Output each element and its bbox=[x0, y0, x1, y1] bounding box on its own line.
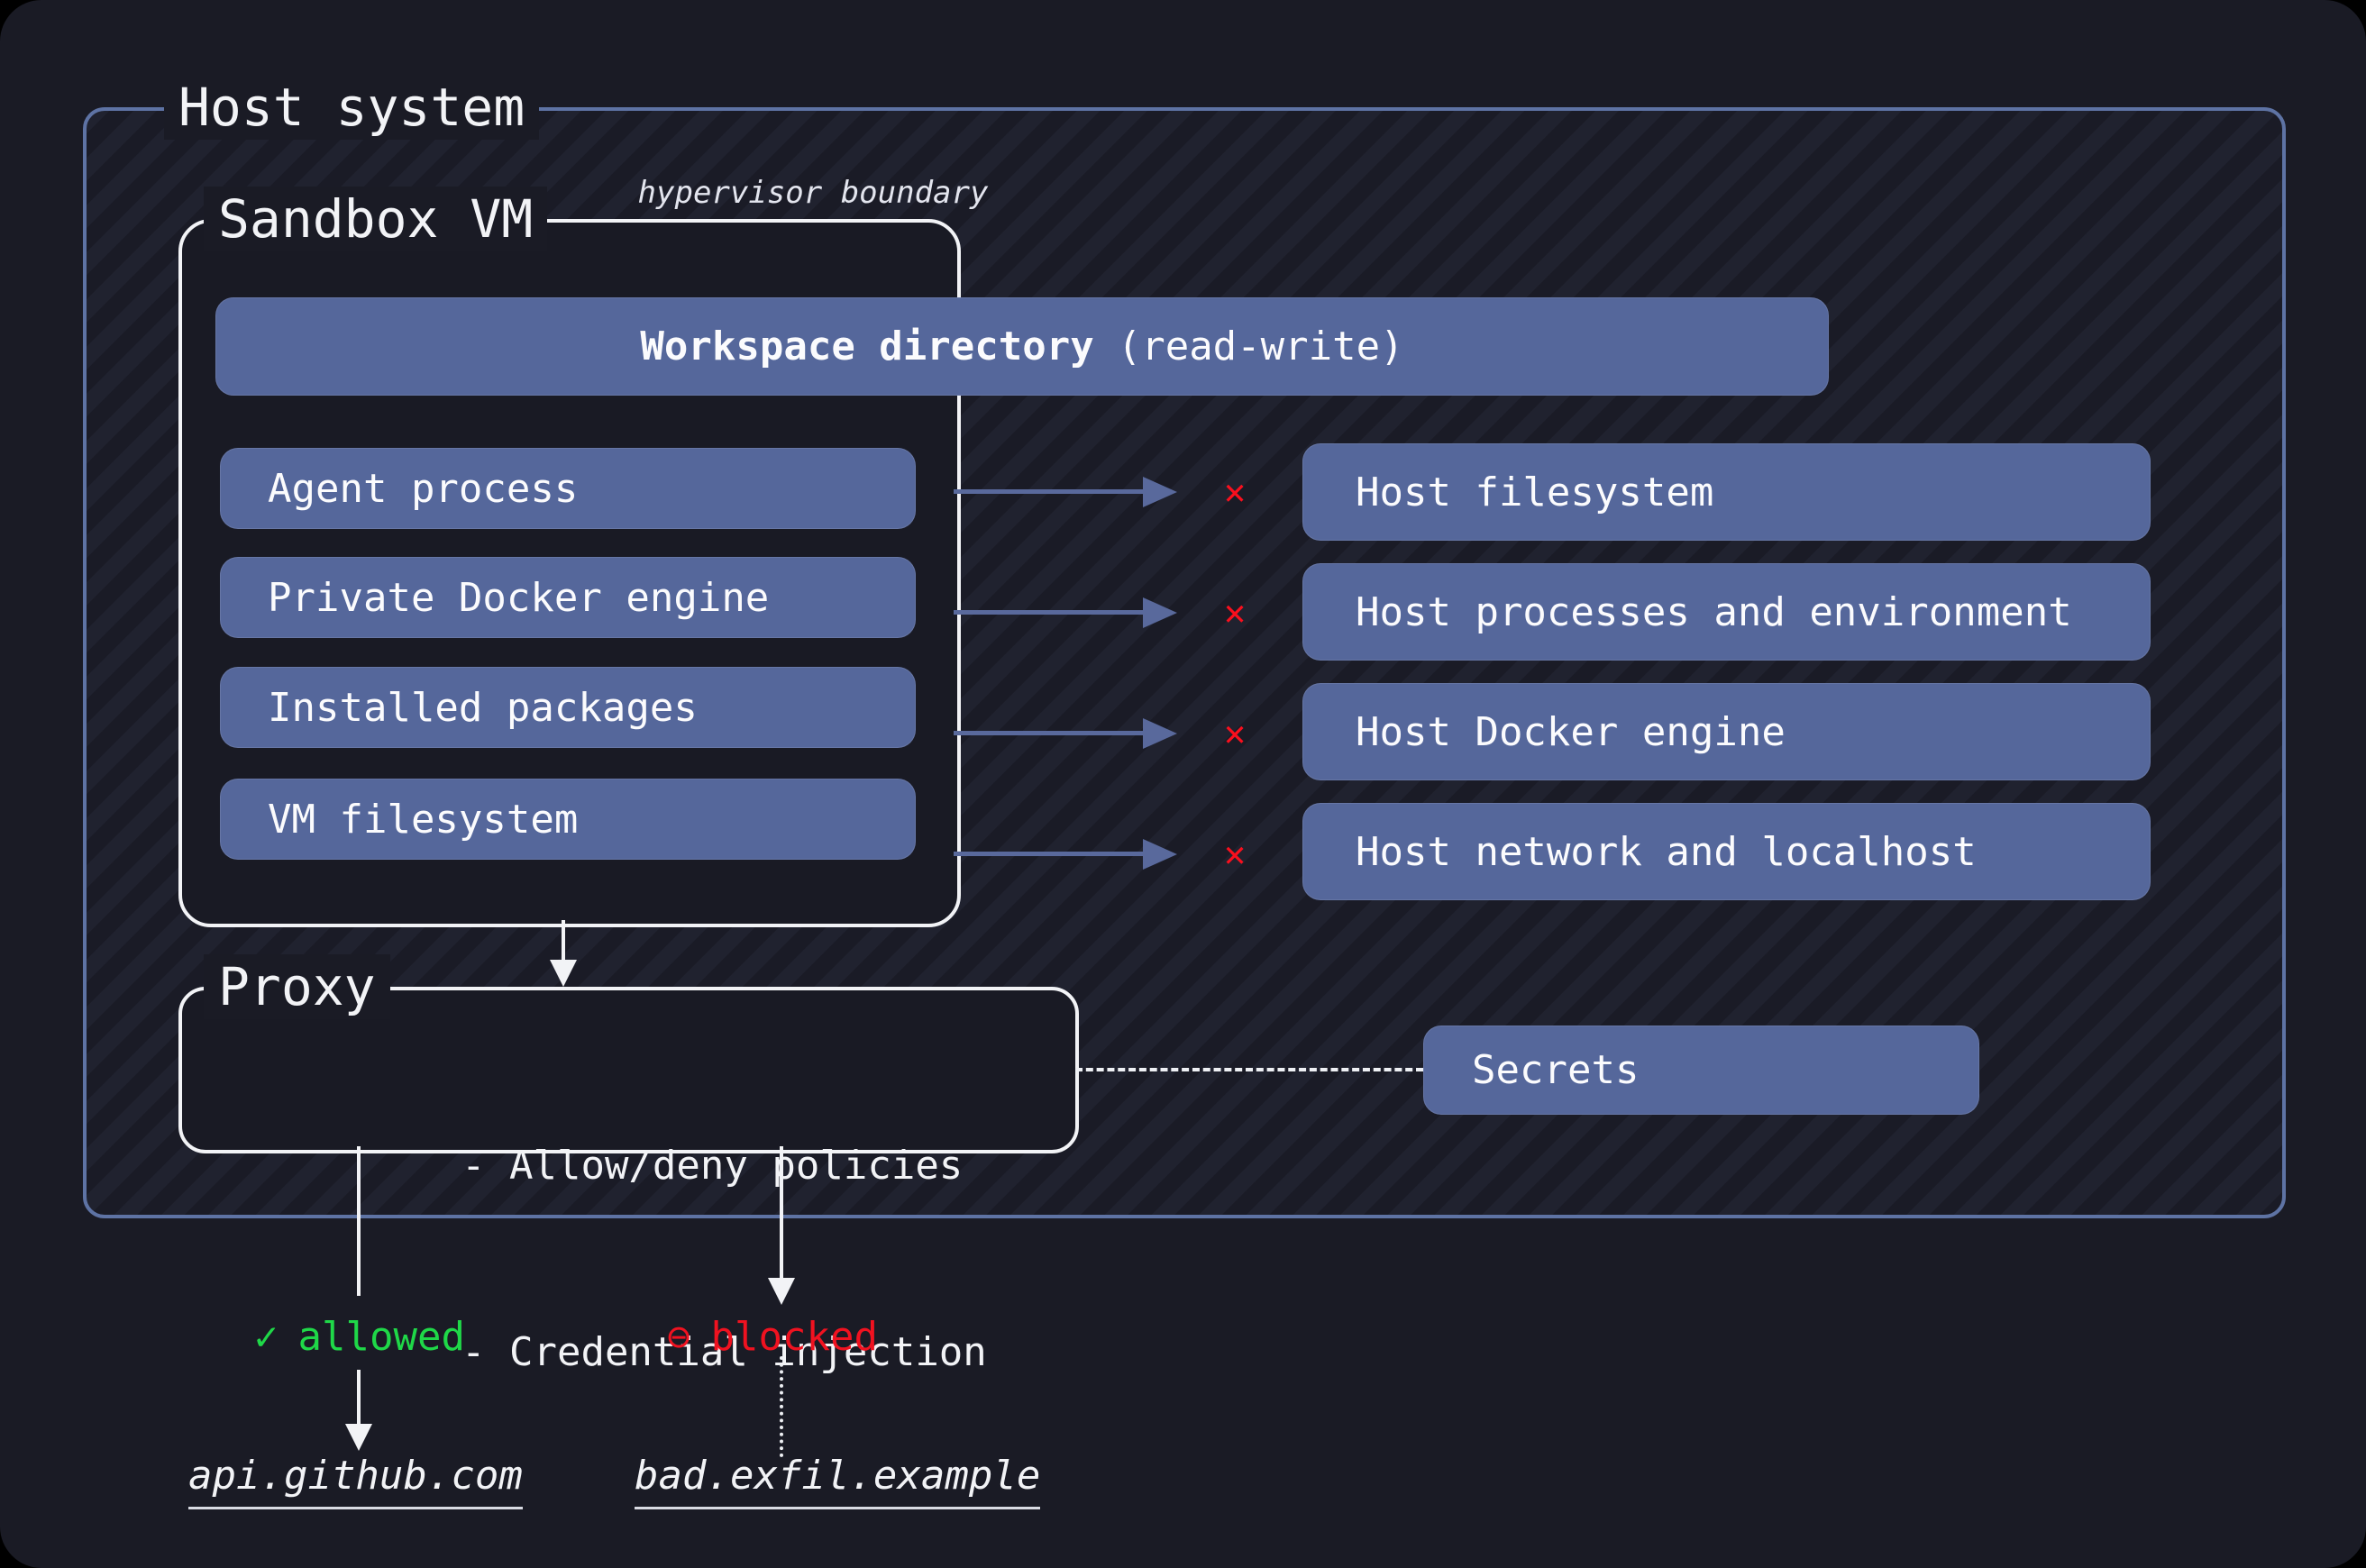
blocked-dotted-connector bbox=[780, 1356, 783, 1457]
proxy-to-blocked-arrow-line bbox=[780, 1146, 783, 1280]
proxy-policy-list: - Allow/deny policies - Credential injec… bbox=[461, 1010, 987, 1508]
proxy-to-secrets-dashed-connector bbox=[1075, 1068, 1423, 1071]
host-resource-box-network-localhost: Host network and localhost bbox=[1302, 803, 2151, 900]
blocked-label: blocked bbox=[710, 1313, 878, 1360]
workspace-directory-box: Workspace directory (read-write) bbox=[215, 297, 1829, 396]
proxy-policy-allow-deny: - Allow/deny policies bbox=[461, 1143, 964, 1189]
component-box-vm-filesystem: VM filesystem bbox=[220, 779, 916, 860]
allowed-arrow-line bbox=[357, 1370, 361, 1426]
x-icon: ✕ bbox=[1223, 713, 1247, 754]
x-icon: ✕ bbox=[1223, 834, 1247, 875]
allowed-arrow-head bbox=[345, 1424, 372, 1451]
sandbox-vm-label: Sandbox VM bbox=[204, 187, 548, 251]
check-icon: ✓ bbox=[254, 1313, 279, 1360]
hypervisor-boundary-label: hypervisor boundary bbox=[637, 175, 989, 211]
host-resource-box-processes-environment: Host processes and environment bbox=[1302, 563, 2151, 661]
blocked-arrow-head bbox=[768, 1278, 795, 1305]
isolation-arrow-line bbox=[954, 489, 1145, 494]
x-icon: ✕ bbox=[1223, 592, 1247, 634]
isolation-arrow-head bbox=[1143, 718, 1177, 749]
workspace-directory-title: Workspace directory bbox=[640, 324, 1094, 369]
sandbox-to-proxy-arrow-head bbox=[550, 960, 577, 987]
isolation-arrow-head bbox=[1143, 839, 1177, 870]
proxy-label: Proxy bbox=[204, 954, 390, 1019]
blocked-icon: ⊖ bbox=[667, 1313, 691, 1360]
component-box-agent-process: Agent process bbox=[220, 448, 916, 529]
isolation-arrow-line bbox=[954, 610, 1145, 615]
component-box-private-docker-engine: Private Docker engine bbox=[220, 557, 916, 638]
sandbox-to-proxy-arrow-line bbox=[562, 920, 565, 963]
isolation-arrow-line bbox=[954, 731, 1145, 735]
workspace-directory-mode: (read-write) bbox=[1117, 324, 1404, 369]
isolation-arrow-head bbox=[1143, 477, 1177, 507]
x-icon: ✕ bbox=[1223, 471, 1247, 513]
host-resource-box-filesystem: Host filesystem bbox=[1302, 443, 2151, 541]
allowed-target-url: api.github.com bbox=[188, 1453, 523, 1509]
isolation-arrow-line bbox=[954, 852, 1145, 856]
blocked-status: ⊖ blocked bbox=[667, 1309, 878, 1363]
isolation-arrow-head bbox=[1143, 597, 1177, 628]
blocked-target-url: bad.exfil.example bbox=[635, 1453, 1041, 1509]
component-box-installed-packages: Installed packages bbox=[220, 667, 916, 748]
proxy-to-allowed-line bbox=[357, 1146, 361, 1296]
host-system-label: Host system bbox=[164, 75, 540, 140]
allowed-label: allowed bbox=[297, 1313, 465, 1360]
host-resource-box-docker-engine: Host Docker engine bbox=[1302, 683, 2151, 780]
allowed-status: ✓ allowed bbox=[254, 1309, 465, 1363]
proxy-policy-credential-injection: - Credential injection bbox=[461, 1329, 987, 1375]
secrets-box: Secrets bbox=[1423, 1026, 1979, 1115]
